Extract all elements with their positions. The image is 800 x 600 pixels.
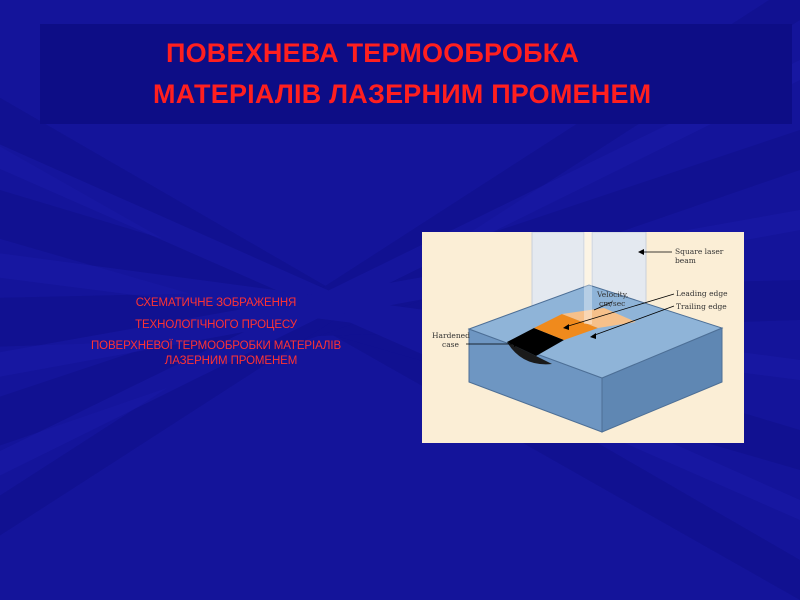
slide-title-line-1: ПОВЕХНЕВА ТЕРМООБРОБКА	[166, 38, 580, 68]
laser-hardening-diagram: Square laser beam Velocity, cm/sec Leadi…	[422, 232, 744, 443]
caption-line-3: ПОВЕРХНЕВОЇ ТЕРМООБРОБКИ МАТЕРІАЛІВ	[90, 340, 342, 352]
hardened-case-depth	[507, 342, 552, 365]
label-velocity-2: cm/sec	[599, 299, 625, 308]
label-velocity-1: Velocity,	[596, 290, 628, 299]
caption-line-1: СХЕМАТИЧНЕ ЗОБРАЖЕННЯ	[135, 297, 297, 309]
hardened-case	[507, 328, 564, 356]
label-square-laser-2: beam	[675, 256, 696, 265]
trailing-zone	[562, 308, 636, 328]
title-box	[40, 24, 792, 124]
slide-title-line-2: МАТЕРІАЛІВ ЛАЗЕРНИМ ПРОМЕНЕМ	[153, 79, 652, 109]
caption-line-2: ТЕХНОЛОГІЧНОГО ПРОЦЕСУ	[135, 319, 297, 331]
label-hardened-case-1: Hardened	[432, 331, 470, 340]
caption-line-4: ЛАЗЕРНИМ ПРОМЕНЕМ	[164, 355, 298, 367]
label-trailing-edge: Trailing edge	[676, 302, 727, 311]
block-top-face	[467, 284, 724, 379]
label-hardened-case-2: case	[442, 340, 460, 349]
label-square-laser-1: Square laser	[675, 247, 724, 256]
label-leading-edge: Leading edge	[676, 289, 728, 298]
